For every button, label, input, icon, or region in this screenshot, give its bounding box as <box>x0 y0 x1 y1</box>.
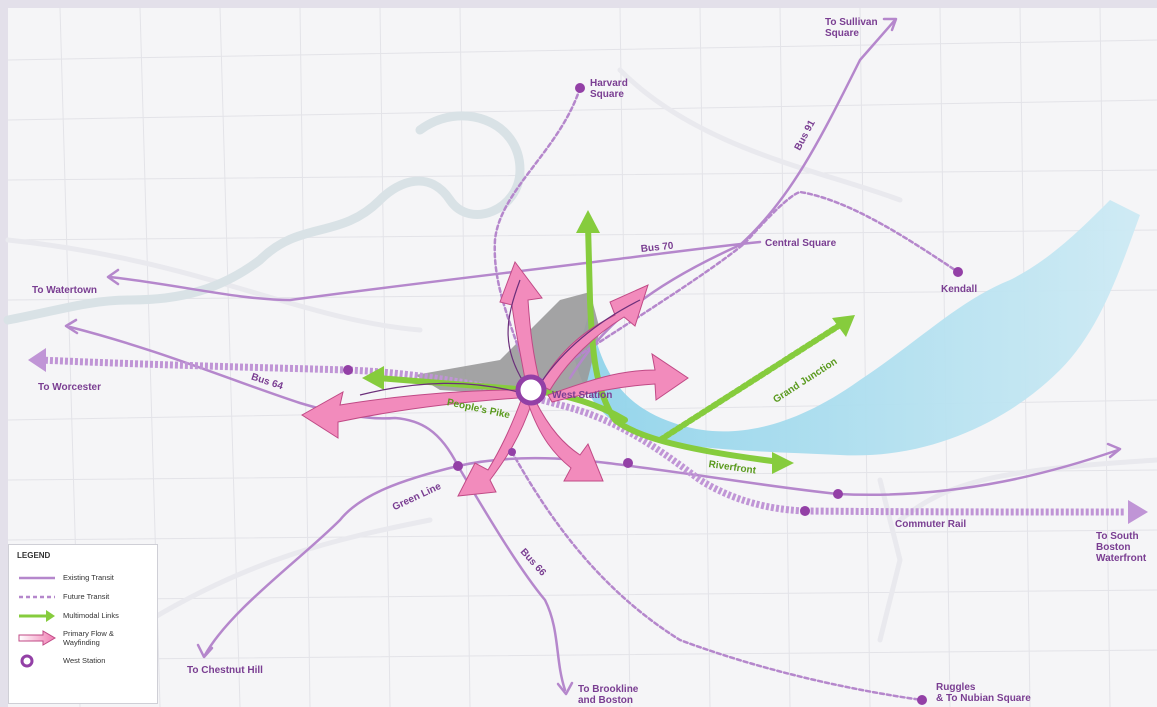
kendall-stop <box>953 267 963 277</box>
map-top-border <box>0 0 1157 8</box>
legend-row-existing: Existing Transit <box>17 568 149 587</box>
station-swatch <box>20 654 34 667</box>
label-to-south-boston-2: Boston <box>1096 542 1130 553</box>
legend-row-flow: Primary Flow &Wayfinding <box>17 625 149 651</box>
flow-arrow-w <box>301 389 519 439</box>
label-west-station: West Station <box>552 390 612 401</box>
existing-transit-swatch <box>19 576 55 579</box>
legend-flow-line-2: Wayfinding <box>63 638 100 647</box>
label-to-chestnut-hill: To Chestnut Hill <box>187 665 263 676</box>
label-to-brookline-1: To Brookline <box>578 684 639 695</box>
commuter-rail-stop-2 <box>800 506 810 516</box>
label-to-south-boston-3: Waterfront <box>1096 553 1147 564</box>
label-commuter-rail: Commuter Rail <box>895 519 966 530</box>
bus-66-route <box>456 464 567 692</box>
flow-arrow-s <box>527 399 604 482</box>
ruggles-stop <box>917 695 927 705</box>
flow-arrow-ne <box>539 284 649 391</box>
future-transit-swatch <box>19 595 55 598</box>
flow-arrow-e <box>547 352 689 403</box>
worcester-line-stop <box>343 365 353 375</box>
harvard-future-route <box>493 86 582 387</box>
bus-70-route <box>108 240 762 302</box>
legend-row-station: West Station <box>17 651 149 670</box>
label-kendall: Kendall <box>941 284 977 295</box>
map-legend: LEGEND Existing Transit Future Transit M… <box>8 544 158 704</box>
label-to-watertown: To Watertown <box>32 285 97 296</box>
transit-arrowheads <box>64 17 1122 696</box>
label-harvard-1: Harvard <box>590 78 628 89</box>
bus-stop <box>508 448 516 456</box>
major-roads <box>5 67 1157 643</box>
flow-arrow-sw <box>457 397 533 497</box>
future-transit-lines <box>493 86 960 702</box>
label-ruggles-1: Ruggles <box>936 682 976 693</box>
riverfront-stop <box>623 458 633 468</box>
label-to-brookline-2: and Boston <box>578 695 633 706</box>
waterfront-arrowhead <box>1128 500 1148 524</box>
label-bus-70: Bus 70 <box>640 241 674 255</box>
legend-title: LEGEND <box>17 551 51 560</box>
commuter-rail <box>39 356 1126 516</box>
label-to-worcester: To Worcester <box>38 382 101 393</box>
label-to-sullivan-1: To Sullivan <box>825 17 878 28</box>
transit-stops <box>343 83 963 705</box>
green-line-stop <box>453 461 463 471</box>
legend-flow-label: Primary Flow &Wayfinding <box>63 629 114 647</box>
primary-flow-arrows <box>301 260 689 497</box>
commuter-rail-stop-1 <box>833 489 843 499</box>
west-station-marker <box>515 374 547 406</box>
legend-multimodal-label: Multimodal Links <box>63 611 119 620</box>
label-to-sullivan-2: Square <box>825 28 859 39</box>
multimodal-swatch <box>19 609 55 622</box>
legend-row-future: Future Transit <box>17 587 149 606</box>
legend-station-label: West Station <box>63 656 106 665</box>
legend-future-label: Future Transit <box>63 592 110 601</box>
label-central-square: Central Square <box>765 238 837 249</box>
harvard-stop <box>575 83 585 93</box>
charles-river-basin <box>575 200 1140 456</box>
multimodal-arrowheads <box>362 210 855 474</box>
ruggles-future-route <box>510 450 924 702</box>
map-left-border <box>0 0 8 707</box>
label-to-south-boston-1: To South <box>1096 531 1139 542</box>
legend-row-multimodal: Multimodal Links <box>17 606 149 625</box>
legend-existing-label: Existing Transit <box>63 573 114 582</box>
worcester-arrowhead <box>28 348 46 372</box>
flow-arrow-nw <box>499 260 543 386</box>
green-line-route <box>203 448 1120 657</box>
label-ruggles-2: & To Nubian Square <box>936 693 1031 704</box>
legend-flow-line-1: Primary Flow & <box>63 629 114 638</box>
kendall-future-route <box>528 190 960 390</box>
flow-arrow-swatch <box>18 630 56 646</box>
charles-river-upper <box>3 111 525 325</box>
label-harvard-2: Square <box>590 89 624 100</box>
grand-junction <box>657 322 843 443</box>
